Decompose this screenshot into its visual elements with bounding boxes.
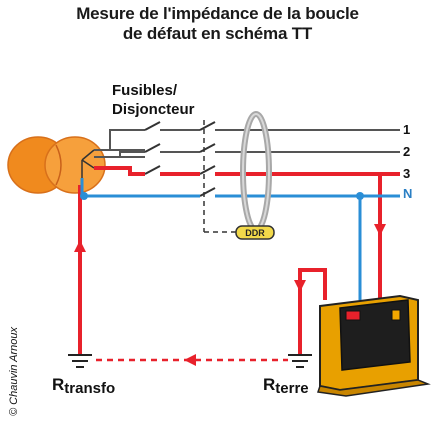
earth-symbol-terre <box>288 354 312 368</box>
disjoncteur-label: Disjoncteur <box>112 101 195 118</box>
neutral-label: N <box>403 186 413 201</box>
copyright-notice: © Chauvin Arnoux <box>8 326 20 416</box>
arrow-down-right <box>374 224 386 236</box>
earth-return-arrow <box>184 354 196 366</box>
diagram-title-line2: de défaut en schéma TT <box>122 24 313 43</box>
phase-1-label: 1 <box>403 122 411 137</box>
arrow-down-left <box>294 280 306 292</box>
fusibles-label: Fusibles/ <box>112 82 178 99</box>
r-transfo-label: Rtransfo <box>52 375 116 397</box>
earth-symbol-transfo <box>68 354 92 368</box>
breaker-dashed-link <box>203 120 236 233</box>
ddr-badge <box>235 225 275 240</box>
diagram-title-line1: Mesure de l'impédance de la boucle <box>76 4 359 23</box>
test-instrument <box>317 294 431 397</box>
neutral-tap-node <box>356 192 364 200</box>
r-terre-label: Rterre <box>263 375 309 397</box>
ddr-label: DDR <box>245 228 265 238</box>
transformer <box>7 136 106 194</box>
breaker-contacts <box>144 121 216 197</box>
neutral-node <box>80 192 88 200</box>
phase-3-label: 3 <box>403 166 411 181</box>
arrow-up-transfo <box>74 240 86 252</box>
phase-2-label: 2 <box>403 144 411 159</box>
